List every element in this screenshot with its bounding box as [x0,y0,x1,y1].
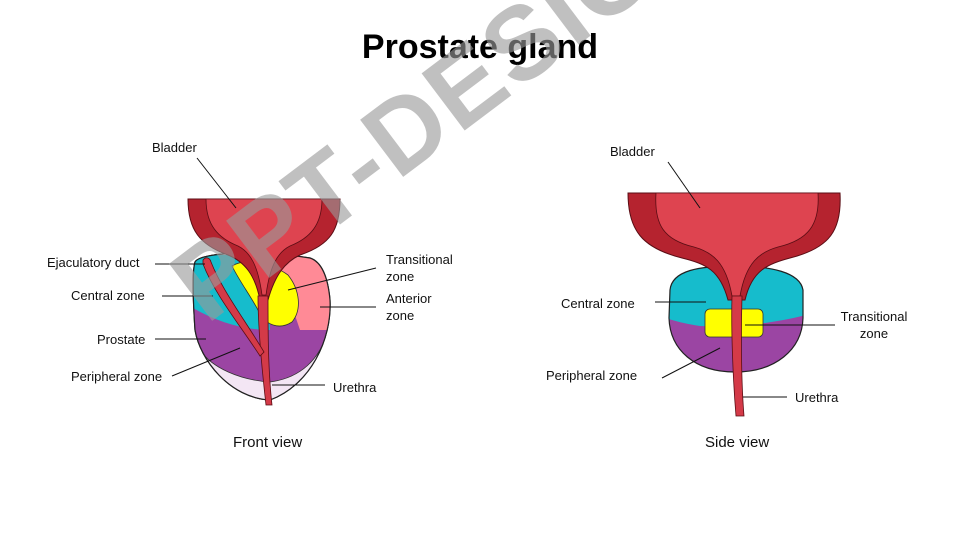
front-central-zone-label: Central zone [71,288,145,303]
front-view [155,157,377,406]
front-view-caption: Front view [233,434,303,451]
side-transitional-zone-line2: zone [859,326,889,341]
front-anterior-zone-line1: Anterior [386,291,432,306]
side-bladder-label: Bladder [610,144,655,159]
front-anterior-zone-line2: zone [386,308,415,323]
front-ejaculatory-duct [202,257,265,357]
front-anterior-zone [270,255,331,330]
front-ejaculatory-duct-label: Ejaculatory duct [47,255,140,270]
page-title: Prostate gland [361,28,599,66]
front-anterior-zone-label: Anterior zone [386,290,432,324]
side-view-caption: Side view [705,434,770,451]
front-bladder-label: Bladder [152,140,197,155]
side-transitional-zone-line1: Transitional [840,309,908,324]
front-peripheral-zone-label: Peripheral zone [71,369,163,384]
front-transitional-zone-line2: zone [386,269,415,284]
front-transitional-zone-line1: Transitional [386,252,453,267]
side-urethra-label: Urethra [795,390,839,405]
front-prostate-label: Prostate [97,332,146,347]
side-urethra [731,295,745,417]
front-urethra [257,295,273,406]
side-central-zone-label: Central zone [561,296,635,311]
side-view [627,161,841,417]
front-transitional-zone-label: Transitional zone [386,251,453,285]
front-urethra-label: Urethra [333,380,377,395]
side-transitional-zone-label: Transitional zone [838,308,910,342]
front-bladder-inner [205,198,323,296]
side-peripheral-zone-label: Peripheral zone [546,368,638,383]
